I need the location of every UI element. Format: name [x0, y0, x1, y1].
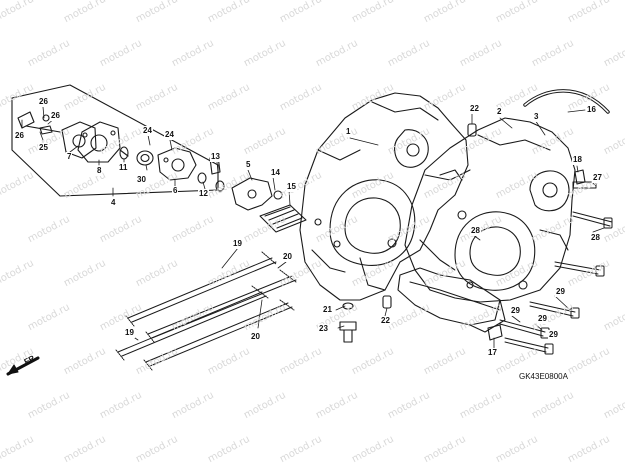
callout-29-a: 29: [555, 287, 566, 297]
callout-15: 15: [286, 182, 297, 192]
leader-lines: [21, 106, 605, 349]
callout-17: 17: [487, 348, 498, 358]
callout-14: 14: [270, 168, 281, 178]
callout-19-upper: 19: [232, 239, 243, 249]
callout-1: 1: [345, 127, 352, 137]
callout-19-lower: 19: [124, 328, 135, 338]
clip-and-pin: [487, 169, 586, 341]
callout-29-c: 29: [537, 314, 548, 324]
callout-27: 27: [592, 173, 603, 183]
left-crankcase: [299, 92, 469, 301]
right-crankcase: [404, 117, 576, 333]
callout-11: 11: [118, 163, 129, 173]
callout-4: 4: [110, 198, 117, 208]
crankcase-bolts: [469, 181, 613, 355]
callout-20-upper: 20: [282, 252, 293, 262]
callout-28-outer: 28: [590, 233, 601, 243]
callout-26-left: 26: [14, 131, 25, 141]
callout-28-inner: 28: [470, 226, 481, 236]
callout-3: 3: [533, 112, 540, 122]
oil-pump-parts: [119, 146, 221, 184]
callout-16: 16: [586, 105, 597, 115]
callout-29-b: 29: [510, 306, 521, 316]
callout-24-left: 24: [142, 126, 153, 136]
callout-21: 21: [322, 305, 333, 315]
front-direction-arrow-icon: [6, 356, 40, 376]
oil-strainer-bracket: [215, 177, 283, 211]
long-studs: [115, 251, 297, 371]
callout-25: 25: [38, 143, 49, 153]
callout-29-d: 29: [548, 330, 559, 340]
lower-flange: [397, 267, 501, 326]
callout-30: 30: [136, 175, 147, 185]
callout-18: 18: [572, 155, 583, 165]
callout-6: 6: [172, 186, 179, 196]
callout-26-top: 26: [38, 97, 49, 107]
callout-13: 13: [210, 152, 221, 162]
callout-23: 23: [318, 324, 329, 334]
callout-7: 7: [66, 152, 73, 162]
diagram-code: GK43E0800A: [519, 372, 568, 381]
callout-26-middle: 26: [50, 111, 61, 121]
callout-5: 5: [245, 160, 252, 170]
callout-22-upper: 22: [469, 104, 480, 114]
callout-22-lower: 22: [380, 316, 391, 326]
callout-2: 2: [496, 107, 503, 117]
callout-20-lower: 20: [250, 332, 261, 342]
callout-8: 8: [96, 166, 103, 176]
callout-12: 12: [198, 189, 209, 199]
small-bolts: [17, 111, 61, 135]
callout-24-right: 24: [164, 130, 175, 140]
oil-strainer-screen: [259, 204, 307, 233]
